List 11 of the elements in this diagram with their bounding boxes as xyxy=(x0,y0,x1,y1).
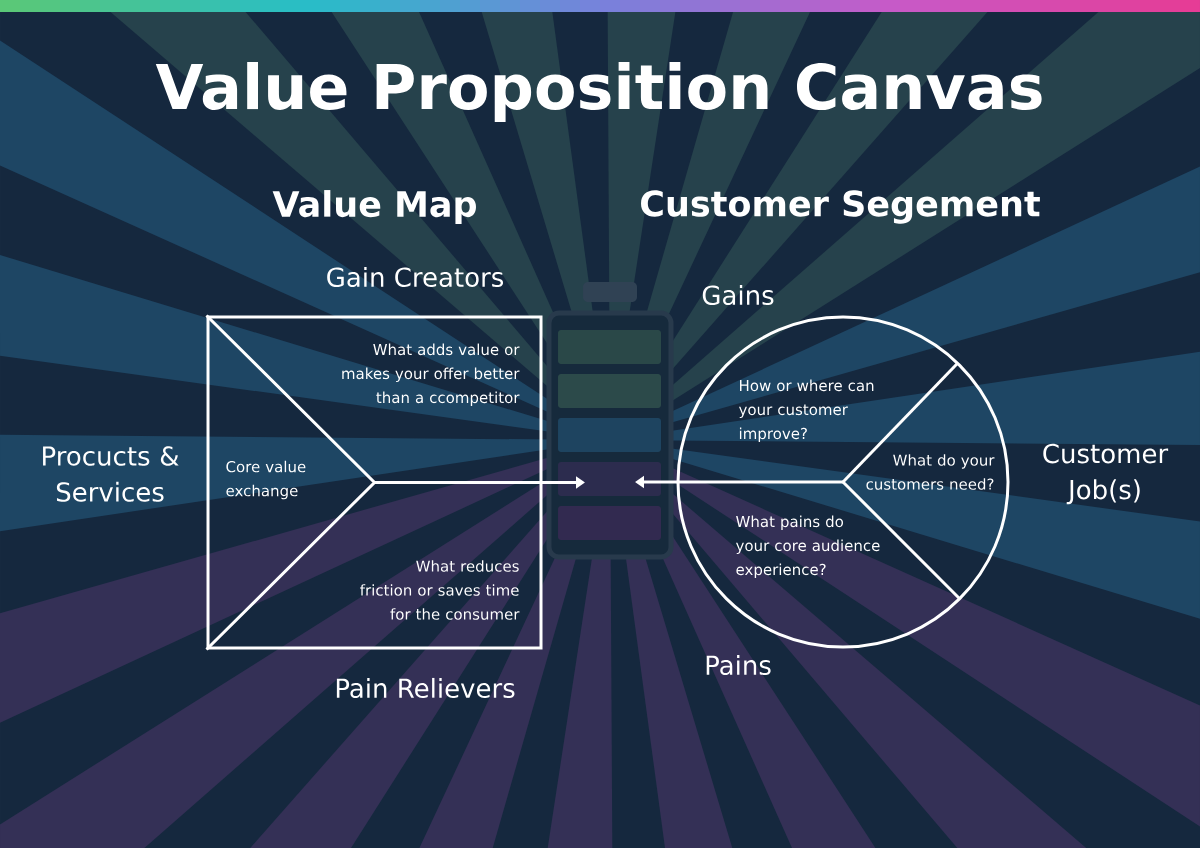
section-heading: Value Map xyxy=(272,190,476,224)
section-label: Gains xyxy=(702,284,774,306)
section-label: Pain Relievers xyxy=(336,677,515,699)
section-label: Pains xyxy=(706,654,771,676)
section-label: Customer Job(s) xyxy=(1043,443,1169,505)
battery-drawing xyxy=(546,282,674,560)
section-label: Procucts & Services xyxy=(43,446,179,502)
section-label: Gain Creators xyxy=(327,266,504,288)
title: Value Proposition Canvas xyxy=(155,62,1042,122)
value-map-square: What adds value or makes your offer better than a ccompetitor Core value exchange What reduces friction or saves time for the consumer xyxy=(205,314,543,651)
section-heading: Customer Segement xyxy=(641,190,1040,224)
